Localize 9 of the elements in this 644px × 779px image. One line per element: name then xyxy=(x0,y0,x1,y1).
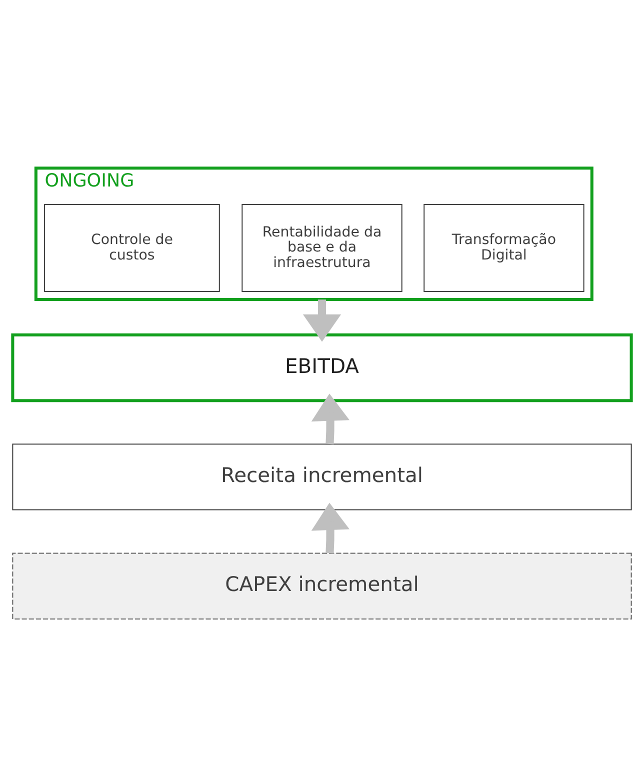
node-box: Transformação Digital xyxy=(424,204,584,292)
node-box: EBITDA xyxy=(11,333,633,402)
node-box: Rentabilidade da base e da infraestrutura xyxy=(242,204,402,292)
arrow xyxy=(311,394,350,444)
node-box: Receita incremental xyxy=(12,444,632,510)
node-box: Controle de custos xyxy=(44,204,220,292)
arrow xyxy=(311,502,350,554)
node-box: CAPEX incremental xyxy=(12,552,632,620)
arrow xyxy=(302,300,342,342)
